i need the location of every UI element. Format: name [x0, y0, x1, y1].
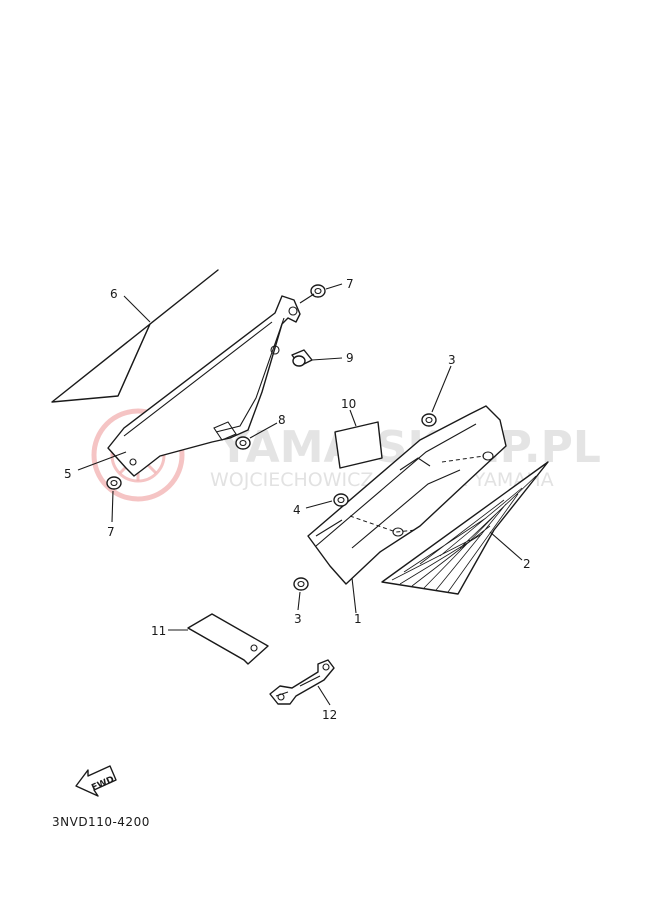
part-10-label: [334, 421, 383, 469]
callout-11: 11: [151, 624, 166, 638]
part-11-pad: [187, 613, 269, 665]
part-4-grommet: [333, 493, 349, 507]
part-9-collar: [291, 349, 313, 367]
callout-12: 12: [322, 708, 337, 722]
watermark-logo-ring: [91, 408, 185, 502]
part-2-emblem: [381, 461, 549, 595]
callout-1: 1: [354, 612, 362, 626]
callout-7-bottom: 7: [107, 525, 115, 539]
leader-lines: [77, 283, 523, 706]
part-5-bracket: [107, 295, 301, 477]
drawing-code: 3NVD110-4200: [52, 815, 150, 829]
part-7-grommet-bottom: [106, 476, 122, 490]
callout-9: 9: [346, 351, 354, 365]
callout-3-bottom: 3: [294, 612, 302, 626]
part-1-side-cover: [307, 405, 507, 585]
part-3-grommet-top: [421, 413, 437, 427]
callouts: 6 7 9 8 5 7 10 3 4 2 3 1 11 12: [64, 277, 531, 722]
callout-3-top: 3: [448, 353, 456, 367]
fwd-arrow-icon: FWD: [75, 765, 117, 797]
part-3-grommet-bottom: [293, 577, 309, 591]
part-12-strap: [269, 659, 335, 705]
callout-8: 8: [278, 413, 286, 427]
callout-5: 5: [64, 467, 72, 481]
callout-4: 4: [293, 503, 301, 517]
part-6-side-panel: [51, 269, 219, 403]
part-8-grommet: [235, 436, 251, 450]
callout-7-top: 7: [346, 277, 354, 291]
callout-10: 10: [341, 397, 356, 411]
callout-2: 2: [523, 557, 531, 571]
part-7-grommet-top: [310, 284, 326, 298]
callout-6: 6: [110, 287, 118, 301]
